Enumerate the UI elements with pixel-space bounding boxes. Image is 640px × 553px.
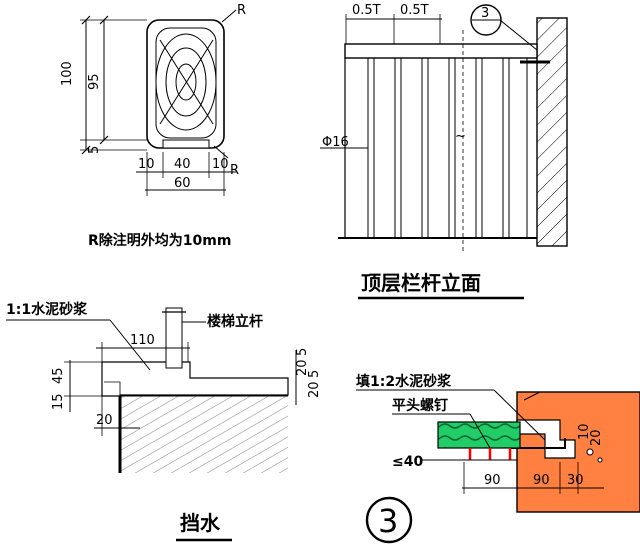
detail-number: 3: [378, 502, 398, 540]
dim-20c: 20: [96, 413, 113, 428]
dim-right: 10: [212, 157, 229, 172]
handrail-top: [344, 43, 538, 59]
dim-total-height: 100: [60, 61, 75, 86]
section-mark-number: 3: [481, 6, 489, 21]
wood-tread: [437, 421, 521, 449]
waterstop-title: 挡水: [180, 511, 221, 535]
brick-wall: [516, 391, 640, 513]
elevation-title: 顶层栏杆立面: [361, 271, 481, 295]
detail3-mortar-label: 填1:2水泥砂浆: [356, 373, 452, 390]
top-railing-elevation: ~ 0.5T 0.5T 3 Φ16 顶层栏杆立面: [320, 3, 568, 300]
dim-15: 15: [51, 393, 66, 410]
dim-left: 10: [138, 157, 155, 172]
handrail-profile: R R 100 95 5 10 40 10 60 R除注明外均为10mm: [60, 3, 246, 249]
wall: [536, 17, 568, 247]
dim-5b: 5: [307, 370, 322, 378]
dim-30: 30: [567, 473, 584, 488]
dim-20: 20: [295, 359, 310, 376]
stair-post-label: 楼梯立杆: [207, 313, 263, 330]
dim-45: 45: [51, 367, 66, 384]
waterstop-detail: 1:1水泥砂浆 楼梯立杆 110 15 45 5 20 5 20 20 挡水: [6, 301, 322, 542]
dim-middle: 40: [174, 157, 191, 172]
dim-110: 110: [130, 333, 155, 348]
dim-90: 90: [484, 473, 501, 488]
dim-90b: 90: [533, 473, 550, 488]
detail-number-circle: [365, 496, 413, 544]
dim-20b: 20: [307, 381, 322, 398]
dim-half-t-b: 0.5T: [400, 3, 429, 18]
mortar-lip: [101, 361, 289, 397]
profile-note: R除注明外均为10mm: [88, 232, 231, 249]
dim-10: 10: [577, 423, 592, 440]
dim-half-t-a: 0.5T: [352, 3, 381, 18]
detail-3: 填1:2水泥砂浆 平头螺钉 ≤40 90 90 30 10 20 3: [356, 373, 640, 544]
svg-text:~: ~: [455, 129, 466, 144]
dim-lip-height: 5: [87, 146, 102, 154]
dim-total-width: 60: [174, 176, 191, 191]
radius-label-bottom: R: [230, 163, 239, 178]
dim-20-detail: 20: [589, 429, 604, 446]
balusters: [367, 58, 528, 238]
screw-label: 平头螺钉: [392, 397, 448, 414]
dim-5: 5: [295, 348, 310, 356]
waterstop-mortar-label: 1:1水泥砂浆: [6, 301, 88, 318]
dim-body-height: 95: [87, 73, 102, 90]
bar-diameter-label: Φ16: [322, 135, 349, 150]
dim-le40: ≤40: [392, 454, 423, 470]
radius-label-top: R: [237, 3, 246, 18]
